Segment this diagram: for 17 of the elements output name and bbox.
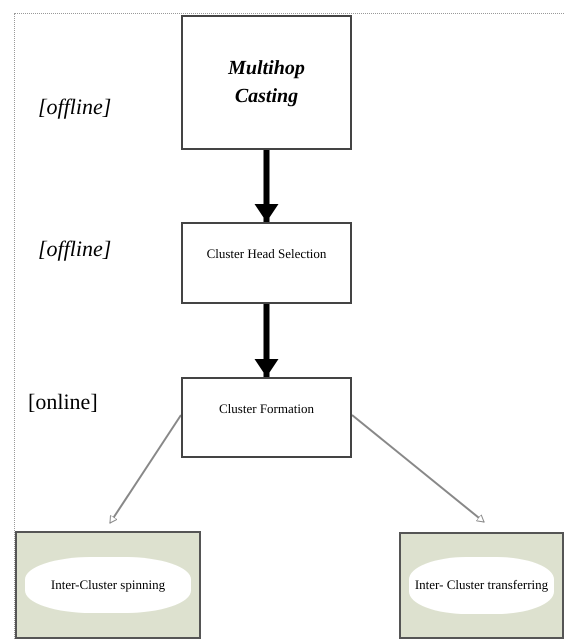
arrow (254, 150, 278, 222)
box-label: Inter- Cluster transferring (409, 557, 554, 614)
textured-box (399, 532, 564, 639)
phase-label: [offline] (38, 93, 112, 121)
textured-box (15, 531, 201, 639)
phase-label: [offline] (38, 235, 112, 263)
arrow (109, 414, 182, 524)
arrow (254, 304, 278, 377)
box-label: Inter-Cluster spinning (25, 556, 191, 614)
box-label: Cluster Formation (219, 400, 314, 418)
arrow (351, 414, 485, 523)
process-box (181, 377, 352, 458)
process-box (181, 15, 352, 150)
box-label: Multihop Casting (226, 56, 306, 108)
phase-label: [online] (28, 388, 98, 416)
process-box (181, 222, 352, 304)
box-label: Cluster Head Selection (206, 245, 326, 263)
